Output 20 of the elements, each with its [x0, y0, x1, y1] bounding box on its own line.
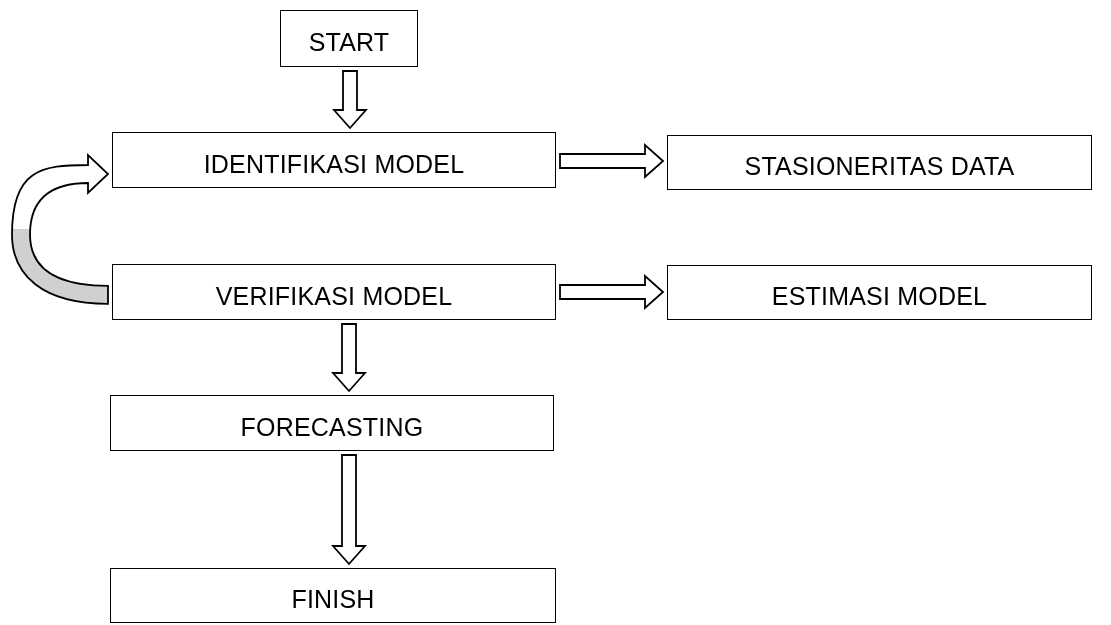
process-box — [110, 568, 556, 623]
curved-arrow — [11, 154, 109, 305]
process-box — [280, 10, 418, 67]
block-arrow — [331, 323, 367, 393]
process-box — [112, 264, 556, 320]
process-box — [112, 132, 556, 188]
process-box — [110, 395, 554, 451]
box-label: VERIFIKASI MODEL — [215, 281, 453, 311]
box-label: FORECASTING — [240, 412, 424, 442]
box-label: FINISH — [291, 585, 375, 614]
process-box — [667, 135, 1092, 190]
box-label: STASIONERITAS DATA — [744, 152, 1015, 181]
box-label: START — [308, 28, 390, 57]
box-label: IDENTIFIKASI MODEL — [203, 149, 465, 179]
block-arrow — [331, 454, 367, 566]
box-label: ESTIMASI MODEL — [771, 282, 988, 311]
block-arrow — [559, 143, 665, 179]
block-arrow — [332, 70, 368, 130]
process-box — [667, 265, 1092, 320]
block-arrow — [559, 274, 665, 310]
